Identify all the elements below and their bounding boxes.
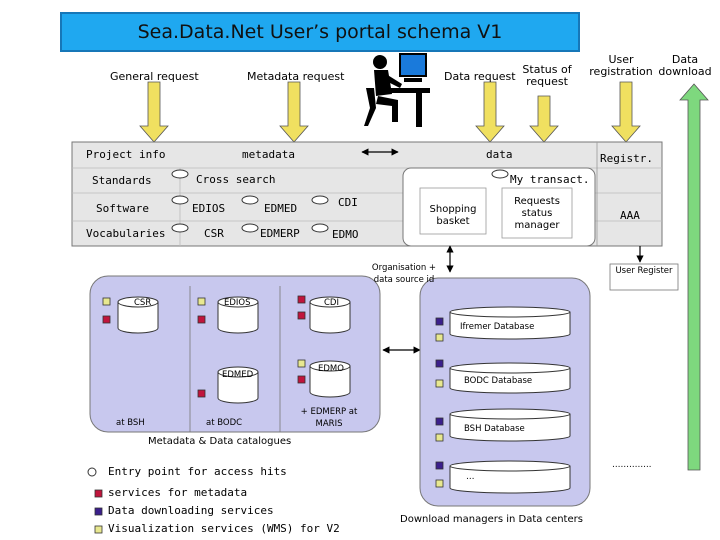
more-datacenters-dots: ………….. xyxy=(612,460,652,470)
legend-download-icon xyxy=(94,507,103,516)
datacenter-databases xyxy=(449,306,571,494)
vocabularies-link[interactable]: Vocabularies xyxy=(86,227,166,240)
catalogues-panel xyxy=(89,275,381,433)
legend-metadata-icon xyxy=(94,489,103,498)
edmed-link[interactable]: EDMED xyxy=(264,202,298,215)
catalogue-service-markers xyxy=(102,295,306,398)
page-title: Sea.Data.Net User’s portal schema V1 xyxy=(60,12,580,52)
status-request-arrow xyxy=(529,95,559,143)
requests-status-box xyxy=(501,187,573,239)
edmo-link[interactable]: EDMO xyxy=(332,228,359,241)
my-transactions-link[interactable]: My transact. xyxy=(510,173,590,186)
metadata-section-label: metadata xyxy=(242,148,295,161)
edios-link[interactable]: EDIOS xyxy=(192,202,226,215)
legend-entry-icon xyxy=(87,467,97,477)
datacenter-service-markers xyxy=(435,317,444,488)
status-request-label: Status of request xyxy=(522,63,572,88)
cross-search-link[interactable]: Cross search xyxy=(196,173,276,186)
standards-link[interactable]: Standards xyxy=(92,174,152,187)
metadata-request-label: Metadata request xyxy=(247,70,345,83)
csr-catalogue-label: CSR xyxy=(134,298,152,308)
user-at-computer-icon xyxy=(364,53,430,127)
data-download-arrow xyxy=(679,83,709,471)
general-request-arrow xyxy=(139,81,169,143)
csr-link[interactable]: CSR xyxy=(204,227,224,240)
cdi-catalogue-label: CDI xyxy=(324,298,339,308)
cdi-link[interactable]: CDI xyxy=(338,196,358,209)
edmed-catalogue-label: EDMED xyxy=(222,370,254,380)
catalogues-caption: Metadata & Data catalogues xyxy=(148,436,292,447)
data-section-label: data xyxy=(486,148,513,161)
edmerp-maris-label: + EDMERP at MARIS xyxy=(300,407,358,429)
aaa-label: AAA xyxy=(620,209,640,222)
legend-download-label: Data downloading services xyxy=(108,504,274,517)
user-register-label: User Register xyxy=(615,266,673,276)
data-request-arrow xyxy=(475,81,505,143)
portal-cylinders xyxy=(171,169,509,233)
at-bodc-label: at BODC xyxy=(206,418,243,428)
edmerp-link[interactable]: EDMERP xyxy=(260,227,300,240)
user-registration-arrow xyxy=(611,81,641,143)
datacenters-caption: Download managers in Data centers xyxy=(400,514,583,525)
user-registration-label: User registration xyxy=(589,53,653,78)
legend-entry-label: Entry point for access hits xyxy=(108,465,287,478)
request-arrows xyxy=(139,81,641,143)
legend-metadata-label: services for metadata xyxy=(108,486,248,499)
shopping-basket-box xyxy=(419,187,487,235)
edmo-catalogue-label: EDMO xyxy=(318,364,344,374)
general-request-label: General request xyxy=(110,70,199,83)
shopping-basket-button[interactable]: Shopping basket xyxy=(429,204,477,227)
data-download-label: Data download xyxy=(658,53,712,78)
legend-wms-label: Visualization services (WMS) for V2 xyxy=(108,522,340,535)
legend-wms-icon xyxy=(94,525,103,534)
at-bsh-label: at BSH xyxy=(116,418,145,428)
ifremer-database-label: Ifremer Database xyxy=(460,322,535,332)
requests-status-manager-button[interactable]: Requests status manager xyxy=(514,196,560,231)
software-link[interactable]: Software xyxy=(96,202,149,215)
project-info-link[interactable]: Project info xyxy=(86,148,166,161)
data-request-label: Data request xyxy=(444,70,516,83)
user-register-panel xyxy=(609,263,679,291)
catalogue-databases xyxy=(117,296,351,404)
edios-catalogue-label: EDIOS xyxy=(224,298,251,308)
metadata-request-arrow xyxy=(279,81,309,143)
bsh-database-label: BSH Database xyxy=(464,424,525,434)
organisation-source-label: Organisation + data source id xyxy=(371,263,437,285)
more-databases-label: … xyxy=(466,472,475,482)
registration-link[interactable]: Registr. xyxy=(600,152,653,165)
bodc-database-label: BODC Database xyxy=(464,376,533,386)
